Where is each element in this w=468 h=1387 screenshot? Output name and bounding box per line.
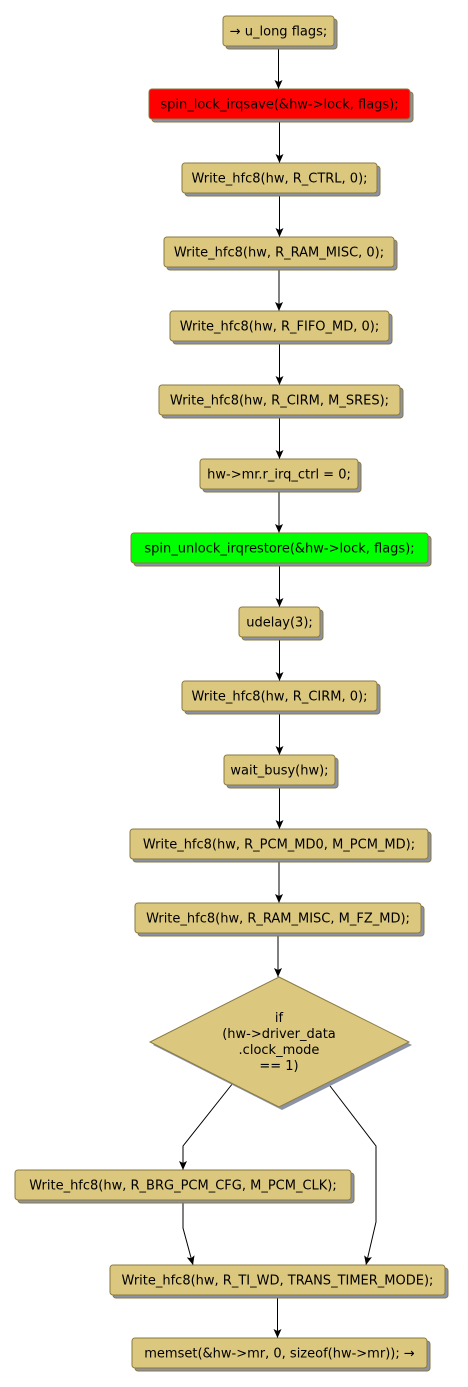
node-box	[134, 902, 422, 934]
decision-label-line: .clock_mode	[239, 1043, 320, 1058]
edge-arrow	[182, 1200, 195, 1266]
node-label: Write_hfc8(hw, R_TI_WD, TRANS_TIMER_MODE…	[122, 1274, 434, 1289]
process-node: Write_hfc8(hw, R_CIRM, 0);	[181, 680, 381, 715]
edge-arrow	[179, 1082, 234, 1170]
node-label: udelay(3);	[246, 616, 313, 631]
node-label: Write_hfc8(hw, R_RAM_MISC, M_FZ_MD);	[146, 912, 410, 927]
node-box	[148, 88, 411, 120]
decision-node: if(hw->driver_data.clock_mode== 1)	[148, 976, 412, 1110]
node-box	[158, 384, 401, 416]
node-label: Write_hfc8(hw, R_BRG_PCM_CFG, M_PCM_CLK)…	[29, 1179, 337, 1194]
process-node: Write_hfc8(hw, R_FIFO_MD, 0);	[169, 310, 393, 345]
decision-label-line: (hw->driver_data	[222, 1027, 336, 1042]
process-node: spin_lock_irqsave(&hw->lock, flags);	[148, 88, 414, 123]
process-node: memset(&hw->mr, 0, sizeof(hw->mr)); →	[131, 1337, 431, 1372]
decision-diamond	[148, 976, 411, 1108]
node-label: spin_unlock_irqrestore(&hw->lock, flags)…	[144, 542, 414, 557]
node-box	[14, 1169, 352, 1201]
node-box	[169, 310, 390, 342]
node-box	[163, 236, 395, 268]
node-box	[131, 1337, 428, 1369]
node-label: memset(&hw->mr, 0, sizeof(hw->mr)); →	[144, 1347, 415, 1362]
node-label: Write_hfc8(hw, R_FIFO_MD, 0);	[180, 320, 380, 335]
node-box	[238, 606, 321, 638]
process-node: → u_long flags;	[222, 15, 338, 50]
process-node: spin_unlock_irqrestore(&hw->lock, flags)…	[130, 532, 432, 567]
node-label: Write_hfc8(hw, R_CIRM, M_SRES);	[170, 394, 389, 409]
process-node: wait_busy(hw);	[223, 754, 339, 789]
process-node: Write_hfc8(hw, R_RAM_MISC, M_FZ_MD);	[134, 902, 425, 937]
node-label: Write_hfc8(hw, R_PCM_MD0, M_PCM_MD);	[143, 838, 415, 853]
process-node: Write_hfc8(hw, R_PCM_MD0, M_PCM_MD);	[129, 828, 432, 863]
edges-layer	[179, 46, 377, 1338]
node-box	[222, 15, 335, 47]
node-box	[181, 162, 378, 194]
node-label: → u_long flags;	[230, 25, 328, 40]
node-box	[181, 680, 378, 712]
node-label: wait_busy(hw);	[230, 764, 328, 779]
node-box	[199, 458, 359, 490]
process-node: Write_hfc8(hw, R_BRG_PCM_CFG, M_PCM_CLK)…	[14, 1169, 355, 1204]
decision-label-line: == 1)	[259, 1059, 298, 1074]
process-node: Write_hfc8(hw, R_RAM_MISC, 0);	[163, 236, 398, 271]
nodes-layer: → u_long flags; spin_lock_irqsave(&hw->lo…	[14, 15, 449, 1372]
node-box	[109, 1264, 446, 1296]
node-label: Write_hfc8(hw, R_CTRL, 0);	[191, 172, 367, 187]
edge-arrow	[326, 1081, 377, 1266]
process-node: udelay(3);	[238, 606, 324, 641]
process-node: Write_hfc8(hw, R_CTRL, 0);	[181, 162, 381, 197]
node-box	[223, 754, 336, 786]
process-node: Write_hfc8(hw, R_CIRM, M_SRES);	[158, 384, 404, 419]
decision-label-line: if	[275, 1011, 284, 1026]
node-label: Write_hfc8(hw, R_CIRM, 0);	[192, 690, 368, 705]
node-label: spin_lock_irqsave(&hw->lock, flags);	[160, 98, 398, 113]
process-node: Write_hfc8(hw, R_TI_WD, TRANS_TIMER_MODE…	[109, 1264, 449, 1299]
node-box	[130, 532, 429, 564]
node-label: Write_hfc8(hw, R_RAM_MISC, 0);	[174, 246, 384, 261]
node-label: hw->mr.r_irq_ctrl = 0;	[207, 468, 351, 483]
process-node: hw->mr.r_irq_ctrl = 0;	[199, 458, 362, 493]
node-box	[129, 828, 429, 860]
